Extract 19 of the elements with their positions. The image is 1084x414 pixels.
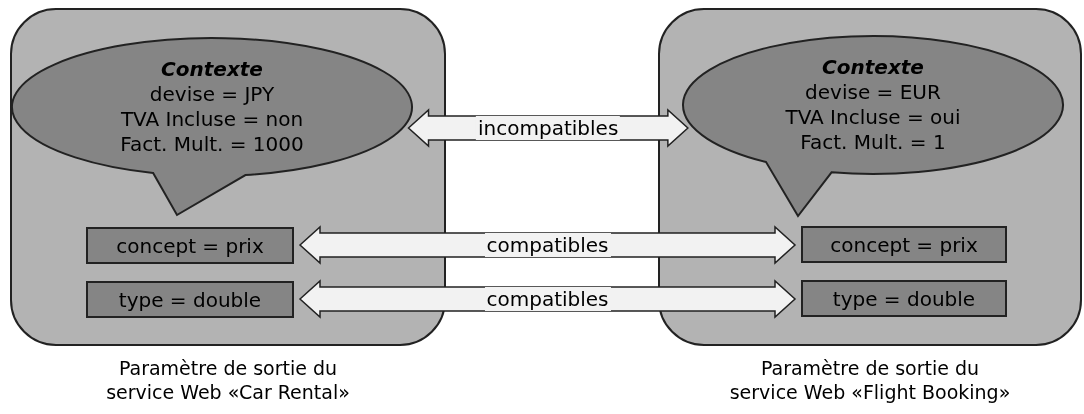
context-attribute: devise = EUR (805, 80, 941, 105)
context-heading: Contexte (822, 55, 924, 80)
context-attribute: Fact. Mult. = 1000 (120, 132, 304, 157)
edge-label: compatibles (484, 233, 611, 257)
context-attribute: TVA Incluse = oui (785, 105, 961, 130)
context-heading: Contexte (161, 57, 263, 82)
service-panel (10, 8, 446, 346)
edge-label: incompatibles (476, 116, 621, 140)
attribute-box: concept = prix (86, 227, 294, 264)
attribute-box: type = double (801, 280, 1007, 317)
service-panel (658, 8, 1082, 346)
context-attribute: Fact. Mult. = 1 (800, 130, 946, 155)
panel-caption: Paramètre de sortie du service Web «Car Rental» (105, 356, 351, 404)
edge-label: compatibles (484, 287, 611, 311)
attribute-box: type = double (86, 281, 294, 318)
context-attribute: devise = JPY (149, 82, 275, 107)
context-attribute: TVA Incluse = non (120, 107, 304, 132)
panel-caption: Paramètre de sortie du service Web «Flight Booking» (728, 356, 1012, 404)
attribute-box: concept = prix (801, 226, 1007, 263)
